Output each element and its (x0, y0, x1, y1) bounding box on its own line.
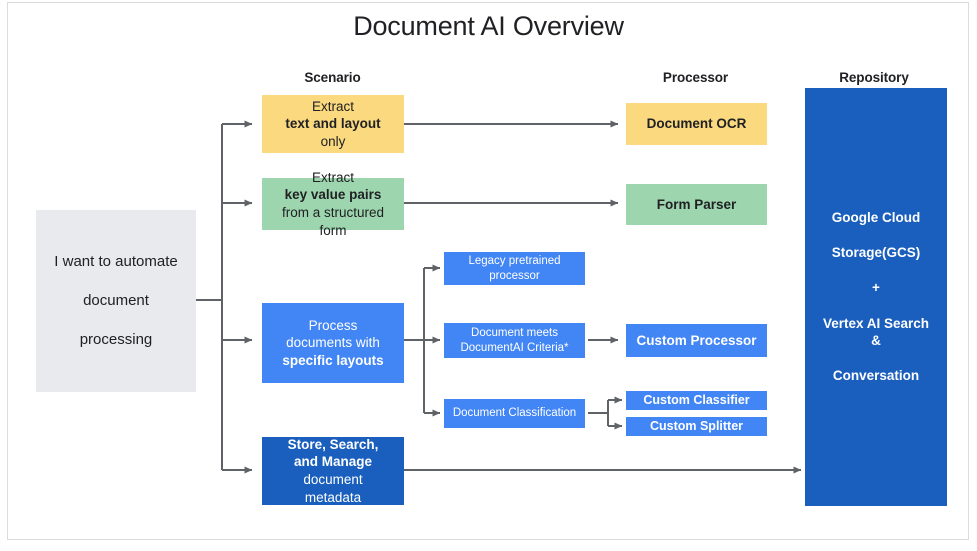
processor-box-custom-classifier: Custom Classifier (626, 391, 767, 410)
column-header-scenario: Scenario (304, 70, 361, 85)
repository-line-2: Storage(GCS) (831, 245, 921, 261)
scenario-text-bold: Store, Search, and Manage (287, 436, 379, 470)
scenario-box-specific-layouts: Process documents with specific layouts (262, 303, 404, 383)
processor-box-custom-splitter: Custom Splitter (626, 417, 767, 436)
page-title: Document AI Overview (353, 11, 624, 41)
scenario-text-bold: key value pairs (284, 187, 382, 203)
start-line-1: I want to automate (54, 253, 178, 271)
scenario-text-post: only (320, 133, 346, 149)
scenario-text-bold: specific layouts (282, 352, 384, 368)
start-line-3: processing (79, 331, 153, 349)
scenario-box-extract-text-layout: Extract text and layout only (262, 95, 404, 153)
processor-box-label: Document OCR (646, 116, 747, 132)
repository-line-4: Vertex AI Search & (822, 315, 930, 349)
processor-box-document-ocr: Document OCR (626, 103, 767, 145)
scenario-text-bold: text and layout (285, 116, 381, 132)
middle-box-label: Document meets DocumentAI Criteria* (460, 326, 569, 354)
scenario-text-post: document metadata (303, 472, 363, 505)
middle-box-legacy-pretrained: Legacy pretrained processor (444, 252, 585, 285)
processor-box-label: Custom Processor (636, 332, 757, 348)
repository-box: Google Cloud Storage(GCS) + Vertex AI Se… (805, 88, 947, 506)
start-box: I want to automate document processing (36, 210, 196, 392)
middle-box-label: Legacy pretrained processor (468, 254, 561, 282)
processor-box-form-parser: Form Parser (626, 184, 767, 225)
repository-line-1: Google Cloud (831, 210, 921, 226)
start-line-2: document (83, 292, 149, 310)
scenario-box-store-search-manage: Store, Search, and Manage document metad… (262, 437, 404, 505)
processor-box-custom-processor: Custom Processor (626, 324, 767, 357)
processor-box-label: Custom Splitter (649, 419, 744, 434)
middle-box-documentai-criteria: Document meets DocumentAI Criteria* (444, 323, 585, 358)
scenario-text-post: from a structured form (281, 205, 385, 238)
processor-box-label: Form Parser (656, 196, 737, 212)
column-header-processor: Processor (662, 70, 729, 85)
scenario-text-pre: Process documents with (286, 317, 380, 351)
repository-line-3: + (872, 280, 880, 296)
middle-box-label: Document Classification (452, 407, 577, 420)
middle-box-document-classification: Document Classification (444, 399, 585, 428)
column-header-repository: Repository (839, 70, 909, 85)
scenario-text-pre: Extract (311, 169, 354, 185)
processor-box-label: Custom Classifier (643, 393, 750, 408)
scenario-box-extract-key-value: Extract key value pairs from a structure… (262, 170, 404, 238)
scenario-text-pre: Extract (311, 98, 354, 114)
repository-line-5: Conversation (832, 368, 920, 384)
